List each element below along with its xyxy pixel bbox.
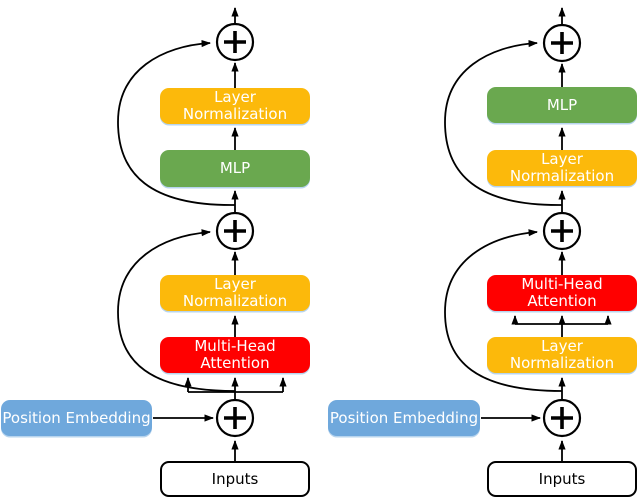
plus-icon [224, 220, 246, 242]
left-layer-norm-mid-block: Layer Normalization [160, 275, 310, 311]
add-nodes [217, 24, 580, 436]
right-add-node-middle [544, 213, 580, 249]
right-skip-connection-lower [445, 229, 562, 391]
plus-icon [551, 220, 573, 242]
plus-icon [224, 407, 246, 429]
right-skip-connection-upper [445, 39, 562, 205]
right-layer-norm-top-block: Layer Normalization [487, 150, 637, 186]
left-add-node-bottom [217, 400, 253, 436]
left-column-connectors [118, 7, 287, 461]
right-inputs-block: Inputs [487, 461, 637, 497]
left-multi-head-attention-block: Multi-Head Attention [160, 337, 310, 373]
right-multi-head-attention-block: Multi-Head Attention [487, 275, 637, 311]
left-add-node-top [217, 24, 253, 60]
left-inputs-block: Inputs [160, 461, 310, 497]
right-mlp-block: MLP [487, 87, 637, 123]
left-mlp-block: MLP [160, 150, 310, 187]
left-position-embedding-block: Position Embedding [1, 400, 152, 436]
right-column-connectors [445, 7, 612, 461]
right-add-node-top [544, 25, 580, 61]
plus-icon [551, 32, 573, 54]
left-add-node-middle [217, 213, 253, 249]
left-layer-norm-top-block: Layer Normalization [160, 88, 310, 124]
right-position-embedding-block: Position Embedding [328, 400, 480, 436]
left-skip-connection-lower [118, 229, 235, 391]
plus-icon [224, 31, 246, 53]
left-skip-connection-upper [118, 39, 235, 205]
right-add-node-bottom [544, 400, 580, 436]
right-layer-norm-bottom-block: Layer Normalization [487, 337, 637, 373]
plus-icon [551, 407, 573, 429]
